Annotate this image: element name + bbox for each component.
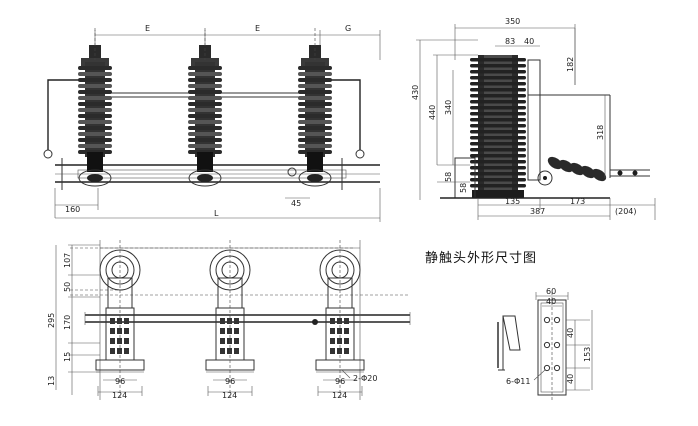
dim-124-1: 124 [112,391,127,400]
dim-430: 430 [411,85,420,100]
dim-40-r2: 40 [566,374,575,384]
dim-96-2: 96 [225,377,235,386]
shed [470,106,526,110]
shed [470,142,526,146]
dim-182: 182 [566,57,575,72]
plan-units [95,240,365,400]
shed [470,58,526,62]
shed [470,118,526,122]
dim-13: 13 [47,376,56,386]
mount-hole [553,364,561,372]
shed [470,166,526,170]
plan-dims: 107 50 295 170 15 13 2-Φ20 [47,244,377,395]
mount-hole [553,341,561,349]
dim-295: 295 [47,313,56,328]
dim-60: 60 [546,287,556,296]
insulator-column-2 [188,28,222,187]
grip-mark [312,319,318,325]
detail-view: 60 40 40 153 40 6-Φ11 [497,287,593,400]
dim-96-3: 96 [335,377,345,386]
dim-135: 135 [505,197,520,206]
mount-hole [553,316,561,324]
hole-note-6: 6-Φ11 [506,377,530,386]
shed [470,82,526,86]
dim-204: (204) [615,207,637,216]
insulator-column-3 [298,28,332,187]
dim-107: 107 [63,253,72,268]
front-bottom-dims: 160 45 L [54,188,381,222]
dim-153: 153 [583,347,592,362]
plan-unit-3 [315,240,365,400]
dim-40-top: 40 [546,297,556,306]
shed [470,88,526,92]
hole-note-2: 2-Φ20 [353,374,377,383]
dim-58a: 58 [444,172,453,182]
dim-15: 15 [63,352,72,362]
chain-disc [591,168,607,182]
chain-disc [580,165,596,179]
dim-387: 387 [530,207,545,216]
dim-124-3: 124 [332,391,347,400]
shed [470,100,526,104]
dim-96-1: 96 [115,377,125,386]
dim-170: 170 [63,315,72,330]
insulator-column-1 [78,28,112,187]
bolt-detail [287,167,297,177]
dim-l: L [214,209,219,218]
shed [470,160,526,164]
detail-caption: 静触头外形尺寸图 [425,251,537,266]
shed [470,112,526,116]
dim-318: 318 [596,125,605,140]
shed [470,64,526,68]
side-view: 350 83 40 182 430 440 340 58 58 318 135 … [411,17,656,220]
chain-disc [558,159,574,173]
plan-unit-1 [95,240,145,400]
mount-hole [543,341,551,349]
dim-45: 45 [291,199,301,208]
mount-hole [543,364,551,372]
shed [470,148,526,152]
shed [470,154,526,158]
mount-hole [543,316,551,324]
chain-disc [569,162,585,176]
dim-50: 50 [63,282,72,292]
shed [470,178,526,182]
plan-bottom-dims: 96 124 96 124 96 124 [97,377,363,400]
shed [470,124,526,128]
shed [470,94,526,98]
dim-g: G [345,24,351,33]
shed [470,136,526,140]
dim-340: 340 [444,100,453,115]
chain-disc [547,156,563,170]
dim-40-r1: 40 [566,328,575,338]
dim-e1: E [145,24,150,33]
dim-173: 173 [570,197,585,206]
dim-350: 350 [505,17,520,26]
shed [470,184,526,188]
dim-e2: E [255,24,260,33]
dim-58b: 58 [459,183,468,193]
plan-unit-2 [205,240,255,400]
shed [470,130,526,134]
front-insulators [78,28,332,187]
shed [470,172,526,176]
dim-160: 160 [65,205,80,214]
shed [470,70,526,74]
shed [470,76,526,80]
dim-124-2: 124 [222,391,237,400]
dim-83: 83 [505,37,515,46]
dim-440: 440 [428,105,437,120]
dim-40: 40 [524,37,534,46]
